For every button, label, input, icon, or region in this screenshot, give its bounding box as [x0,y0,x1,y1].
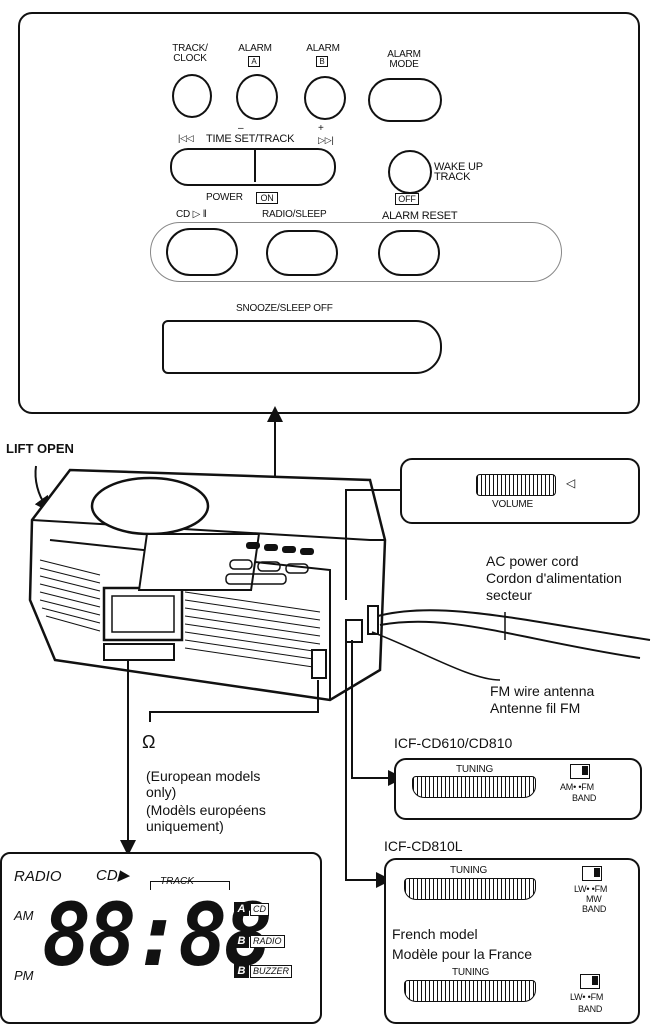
cd-lid [90,476,210,536]
french-band-switch[interactable] [580,974,600,989]
button-row-frame [150,222,562,282]
french-band-label: BAND [578,1004,603,1014]
alarm-b-label: ALARM [306,43,340,54]
rocker-divider [254,150,256,182]
model-610-band-positions: AM• •FM [560,782,594,792]
model-810l-mw-label: MW [586,894,602,904]
alarm-reset-label: ALARM RESET [382,210,458,222]
ac-cord-label-fr2: secteur [486,587,532,603]
snooze-sleep-off-bar[interactable] [162,320,442,374]
time-set-track-label: TIME SET/TRACK [206,133,295,145]
lift-open-label: LIFT OPEN [6,441,74,456]
model-810l-tuning-dial[interactable] [404,878,536,900]
track-clock-button[interactable] [172,74,212,118]
wake-up-track-label: WAKE UP TRACK [434,161,483,183]
model-610-band-label: BAND [572,793,597,803]
french-band-positions: LW• •FM [570,992,604,1002]
headphone-icon: Ω [142,732,156,752]
alarm-b-box: B [316,56,328,67]
model-610-band-switch[interactable] [570,764,590,779]
french-tuning-dial[interactable] [404,980,536,1002]
model-810l-title: ICF-CD810L [384,838,463,854]
model-610-tuning-label: TUNING [456,764,494,775]
lcd-tag-cd: CD [250,903,269,916]
lcd-radio-label: RADIO [14,868,62,885]
alarm-reset-button[interactable] [378,230,440,276]
cd-play-label: CD ▷ ǁ [176,209,207,220]
alarm-a-label: ALARM [238,43,272,54]
lcd-track-bracket [150,881,230,890]
ac-cord-label-fr1: Cordon d'alimentation [486,570,622,586]
fm-antenna-label-fr: Antenne fil FM [490,700,581,716]
radio-sleep-label: RADIO/SLEEP [262,209,327,220]
volume-dial[interactable] [476,474,556,496]
ac-cord-label-en: AC power cord [486,553,579,569]
radio-sleep-button[interactable] [266,230,338,276]
model-810l-band-switch[interactable] [582,866,602,881]
lcd-am-label: AM [14,908,34,923]
model-810l-tuning-label: TUNING [450,865,488,876]
model-810l-band-label: BAND [582,904,607,914]
lcd-tag-radio: RADIO [250,935,285,948]
model-610-tuning-dial[interactable] [412,776,536,798]
alarm-b-button[interactable] [304,76,346,120]
lcd-tag-b1: B [234,934,249,948]
volume-triangle-icon: ◁ [566,476,576,490]
french-tuning-label: TUNING [452,967,490,978]
lcd-cd-label: CD▶ [96,867,130,884]
on-box: ON [256,192,278,204]
volume-label: VOLUME [492,499,534,510]
next-track-symbol: ▷▷| [318,135,334,145]
off-box: OFF [395,193,419,205]
lcd-tag-buzzer: BUZZER [250,965,292,978]
alarm-a-box: A [248,56,260,67]
plus-sign: + [318,123,324,134]
prev-track-symbol: |◁◁ [178,133,194,143]
alarm-a-button[interactable] [236,74,278,120]
model-810l-band-positions: LW• •FM [574,884,608,894]
french-model-label-fr: Modèle pour la France [392,946,533,962]
track-clock-label: TRACK/ CLOCK [172,43,208,64]
model-610-title: ICF-CD610/CD810 [394,735,513,751]
alarm-mode-button[interactable] [368,78,442,122]
lcd-tag-b2: B [234,964,249,978]
european-models-label: (European models only) [146,768,261,800]
alarm-mode-label: ALARM MODE [387,49,421,70]
lcd-pm-label: PM [14,968,34,983]
lcd-tag-a: A [234,902,249,916]
minus-sign: – [238,123,244,134]
french-model-label-en: French model [392,926,478,942]
time-set-track-rocker[interactable] [170,148,336,186]
power-label: POWER [206,192,243,203]
snooze-label: SNOOZE/SLEEP OFF [236,303,333,314]
european-models-label-fr: (Modèls européens uniquement) [146,802,266,834]
fm-antenna-label-en: FM wire antenna [490,683,595,699]
